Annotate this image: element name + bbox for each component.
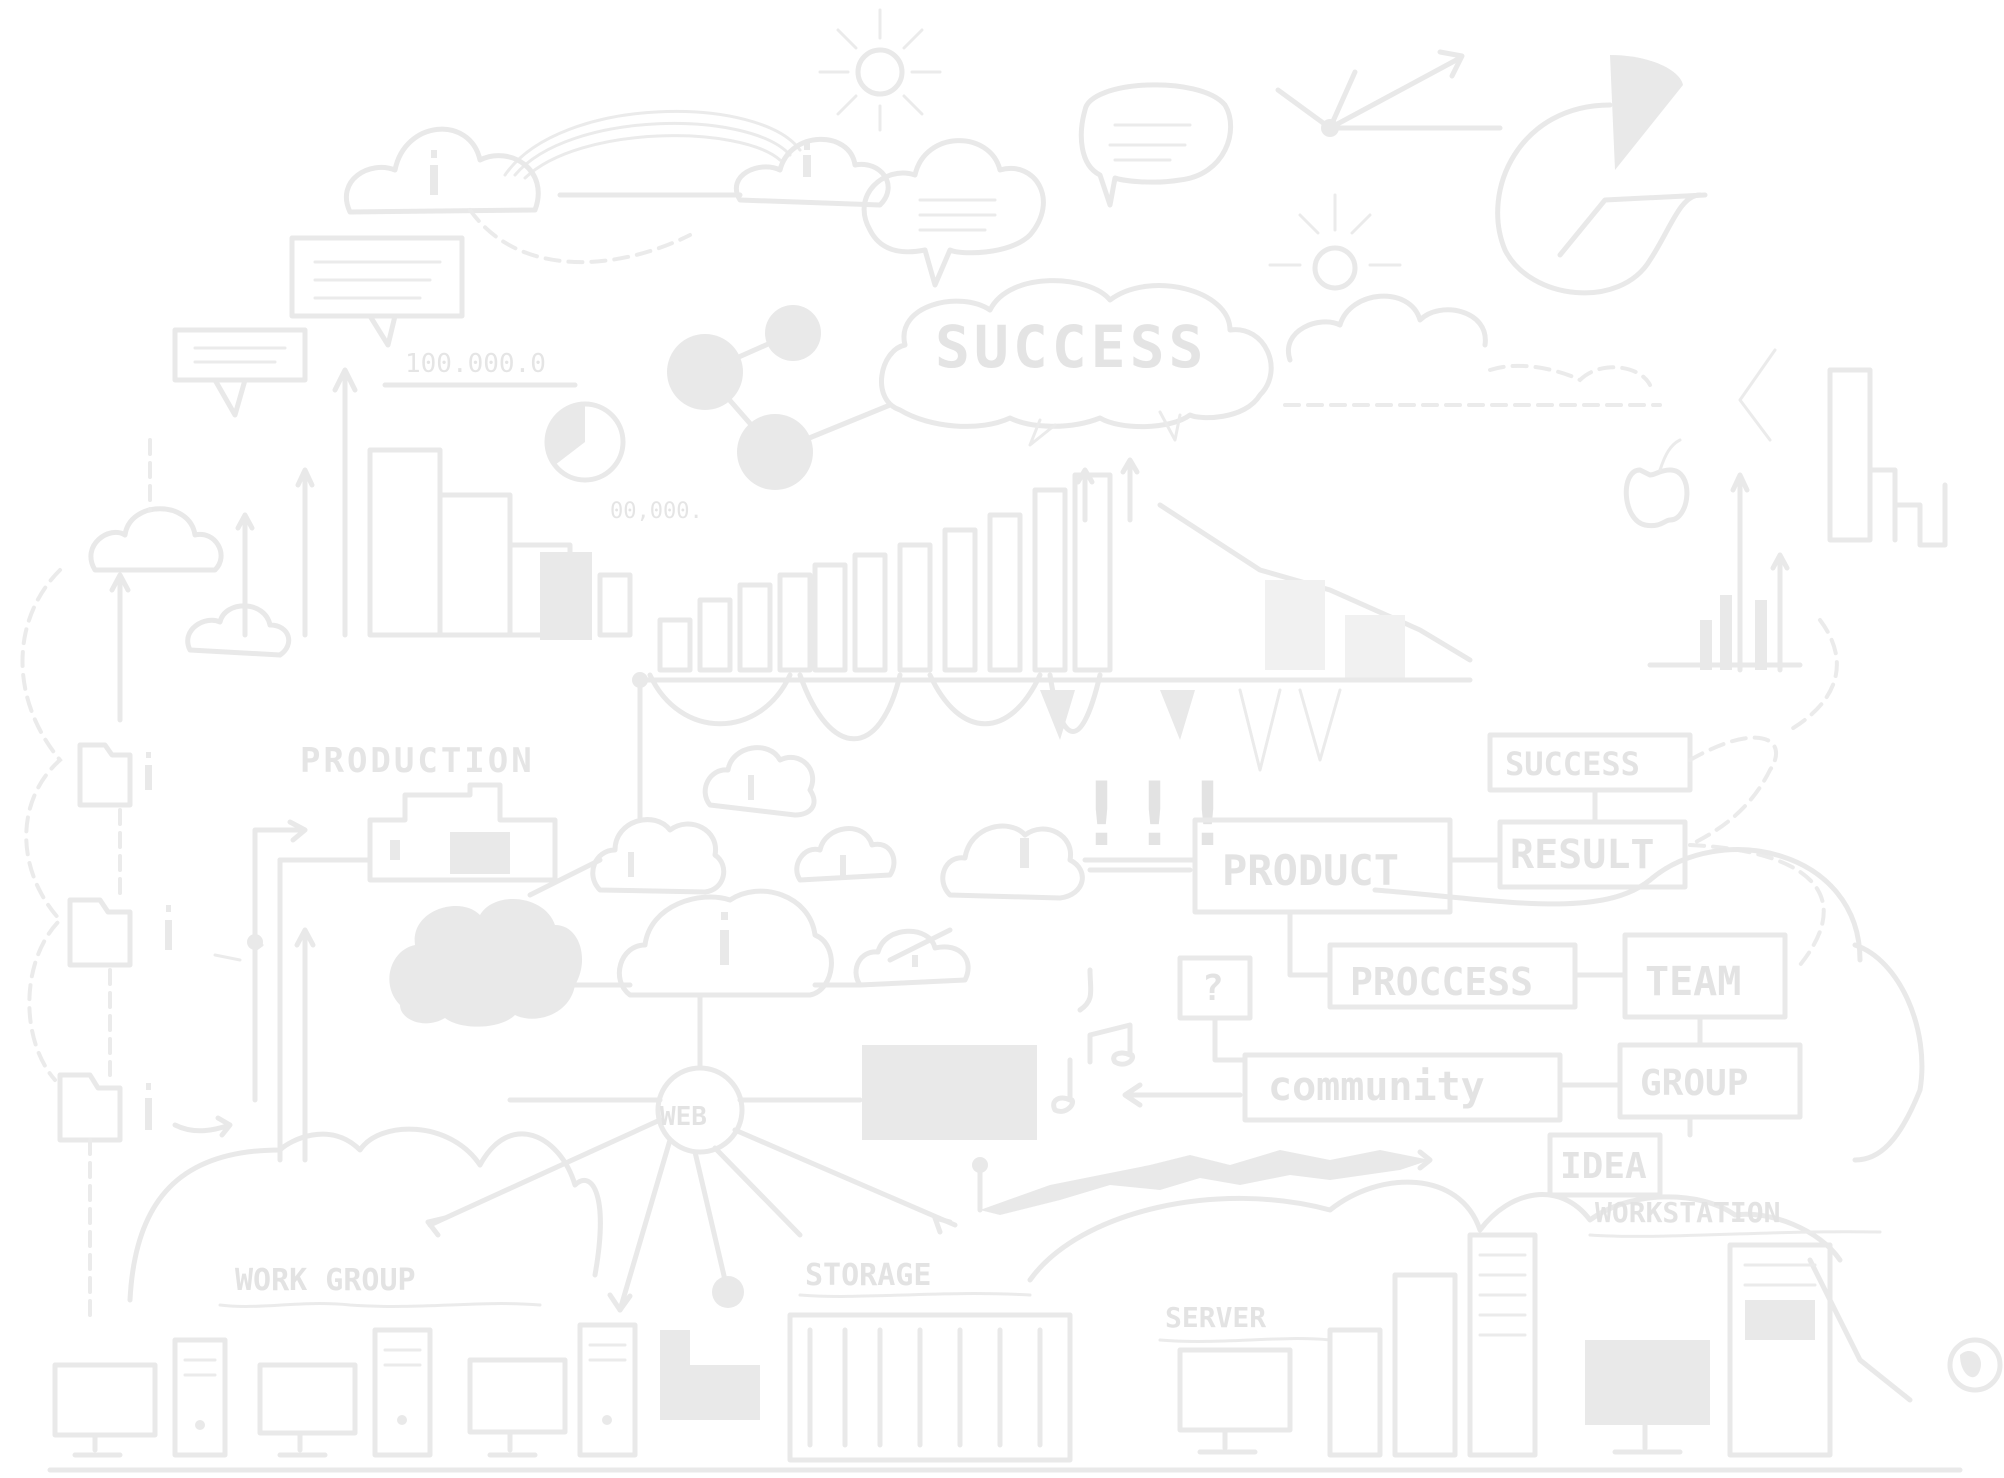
idea-label: IDEA <box>1560 1146 1647 1187</box>
cloud-icon-top-left <box>343 126 541 215</box>
music-note-icon <box>1051 967 1135 1114</box>
cloud-icon-filled <box>389 898 583 1027</box>
pie-chart-icon-top <box>1495 55 1708 296</box>
web-node <box>425 992 958 1313</box>
globe-icon <box>1947 1337 2003 1393</box>
folder-icon-2 <box>67 897 172 968</box>
sun-icon <box>818 8 942 132</box>
cloud-icon-small-3 <box>794 826 897 883</box>
pie-chart-icon-small <box>544 401 626 483</box>
storage-label: STORAGE <box>805 1258 931 1293</box>
monitor-icon-4 <box>1177 1347 1293 1455</box>
success-cloud-label: SUCCESS <box>935 313 1208 381</box>
number-top-label: 100.000.0 <box>405 349 546 379</box>
apple-icon <box>1623 438 1690 529</box>
bar-chart-icon-main <box>235 367 1473 772</box>
work-group-label: WORK GROUP <box>235 1263 416 1298</box>
monitor-icon-5 <box>1585 1340 1710 1455</box>
tower-pc-icon-4 <box>1327 1232 1538 1458</box>
server-label: SERVER <box>1165 1301 1266 1334</box>
sun-icon-right <box>1268 193 1402 291</box>
production-label: PRODUCTION <box>300 741 535 781</box>
cloud-icon-speech <box>861 138 1046 288</box>
exclaim-label: !!! <box>1075 763 1234 866</box>
tower-pc-icon-3 <box>577 1322 638 1458</box>
group-label: GROUP <box>1640 1063 1748 1104</box>
success-box-label: SUCCESS <box>1505 745 1640 783</box>
team-label: TEAM <box>1645 959 1741 1005</box>
flowchart <box>1082 732 1803 1198</box>
tower-pc-icon-5 <box>1727 1242 1833 1458</box>
community-label: community <box>1268 1064 1485 1110</box>
rainbow-icon <box>503 109 802 180</box>
cloud-icon-small-5 <box>940 823 1085 901</box>
process-label: PROCCESS <box>1350 960 1533 1004</box>
folder-icon-1 <box>77 742 152 808</box>
bar-chart-icon-right <box>1647 348 1948 673</box>
storage-rack-icon <box>660 1312 1073 1463</box>
speech-bubble-icon-top <box>1078 82 1234 208</box>
tower-pc-icon-2 <box>372 1327 433 1458</box>
tower-pc-icon-1 <box>172 1337 228 1458</box>
number-small-label: 00,000. <box>610 499 703 524</box>
cloud-icon-info-center <box>616 888 834 998</box>
arrow-burst-icon <box>1275 49 1503 137</box>
workstation-label: WORKSTATION <box>1595 1196 1780 1229</box>
result-label: RESULT <box>1510 832 1655 878</box>
folder-icon-3 <box>57 1072 152 1143</box>
blank-screen-block <box>862 1045 1037 1140</box>
speech-bubble-icon-left <box>172 235 465 418</box>
monitor-icon-2 <box>257 1362 358 1458</box>
monitor-icon-3 <box>467 1357 568 1458</box>
cloud-icon-left <box>88 438 292 723</box>
product-label: PRODUCT <box>1222 846 1399 895</box>
success-cloud <box>879 278 1274 447</box>
monitor-icon-1 <box>52 1362 158 1458</box>
production-block <box>367 782 558 883</box>
cloud-icon-small-1 <box>590 817 727 895</box>
molecule-icon <box>667 305 893 490</box>
web-label: WEB <box>660 1102 707 1132</box>
cloud-icon-small-4 <box>853 928 971 988</box>
cloud-icon-small-2 <box>702 745 817 818</box>
question-label: ? <box>1202 968 1224 1009</box>
